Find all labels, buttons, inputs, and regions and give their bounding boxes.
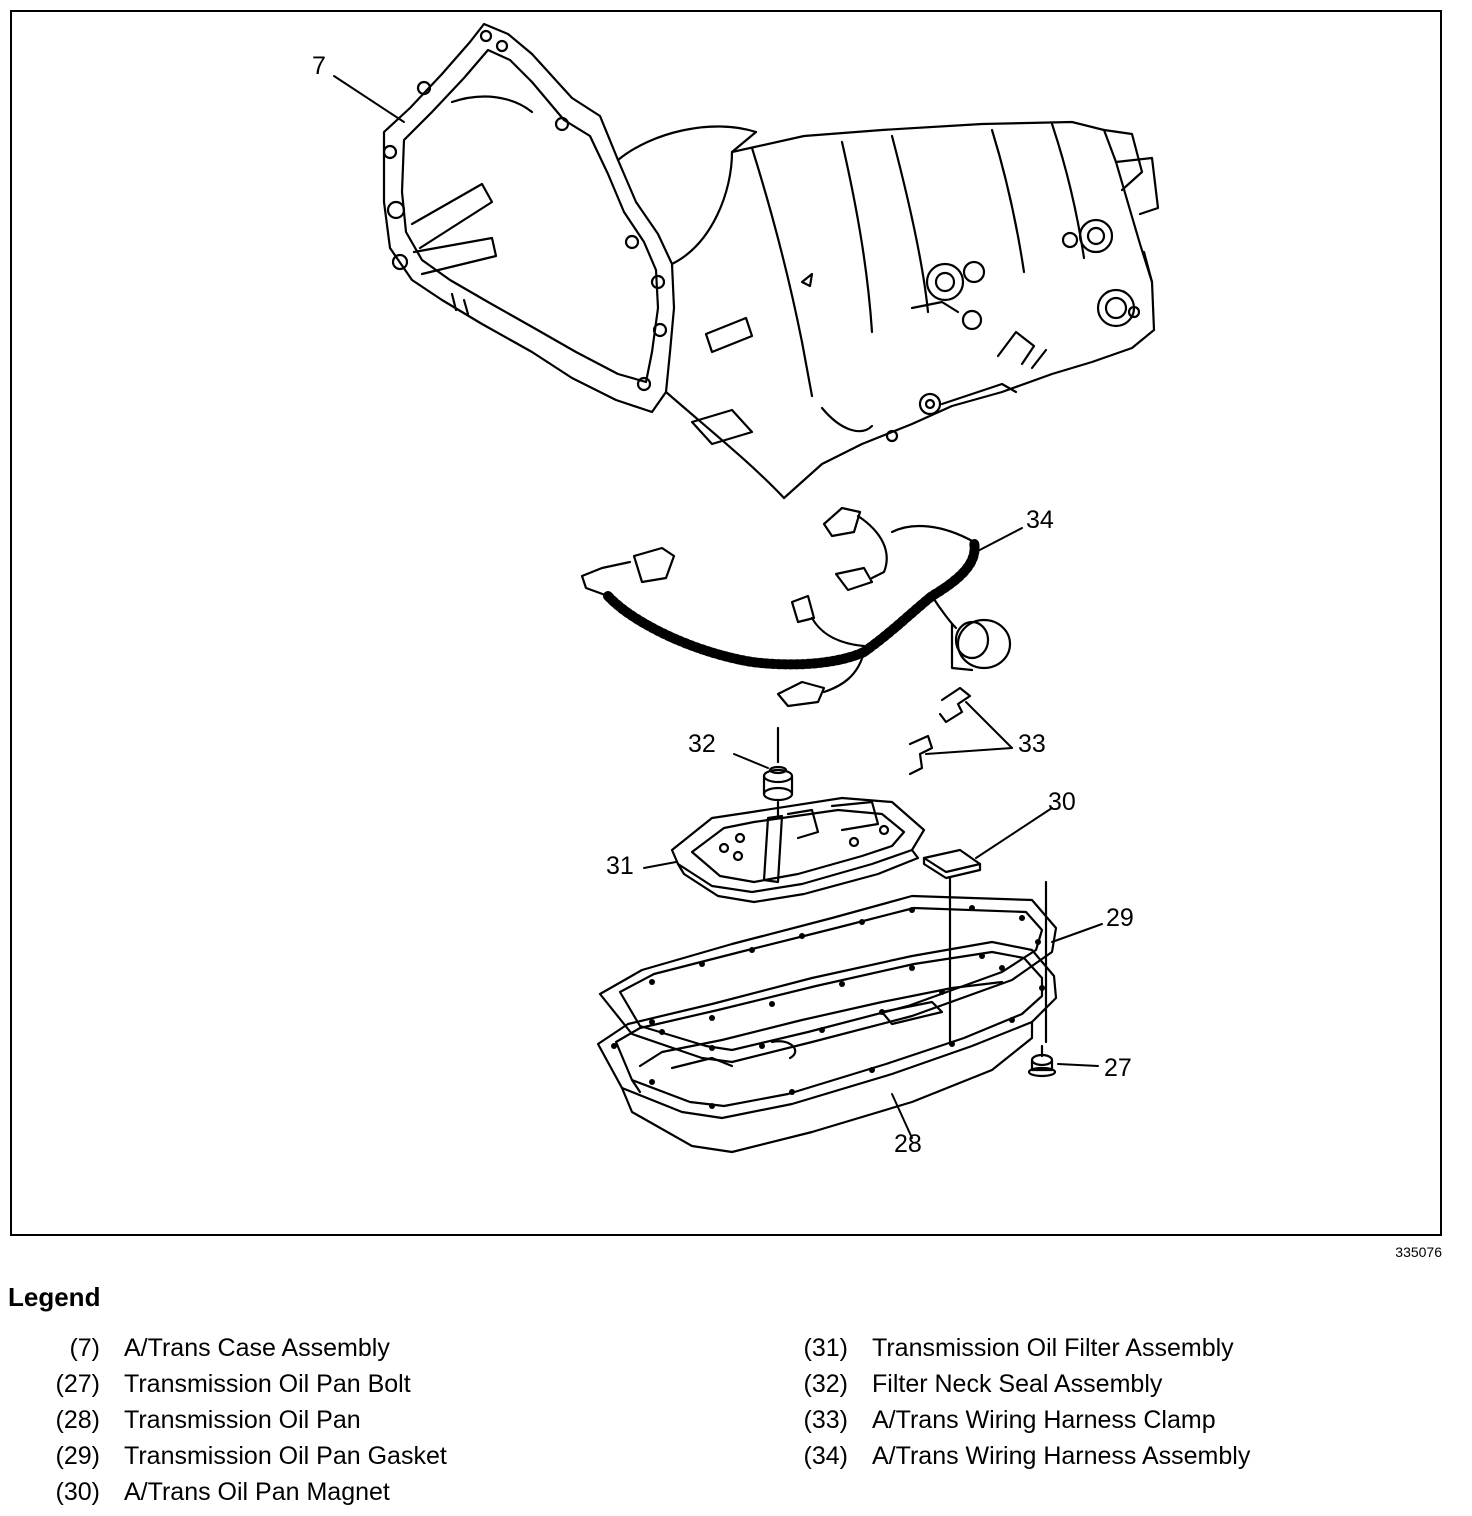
diagram-frame: 7 34 32 33 30 31 29 27 28 [10, 10, 1442, 1236]
legend-item-label: A/Trans Wiring Harness Clamp [872, 1406, 1216, 1434]
legend-item: (32) Filter Neck Seal Assembly [748, 1366, 1250, 1402]
legend-title: Legend [8, 1282, 101, 1312]
legend-item-label: A/Trans Case Assembly [124, 1334, 390, 1362]
oil-pan-gasket [598, 894, 1058, 1064]
callout-7: 7 [312, 52, 326, 80]
legend-column-right: (31) Transmission Oil Filter Assembly (3… [748, 1330, 1251, 1474]
callout-33: 33 [1018, 730, 1046, 758]
legend-item: (30) A/Trans Oil Pan Magnet [0, 1474, 447, 1510]
legend-item: (29) Transmission Oil Pan Gasket [0, 1438, 447, 1474]
callout-31: 31 [606, 852, 634, 880]
exploded-view-diagram: 7 34 32 33 30 31 29 27 28 [312, 22, 1160, 1158]
legend-item-number: (32) [803, 1370, 848, 1398]
leader-lines [333, 75, 1103, 1139]
callout-30: 30 [1048, 788, 1076, 816]
legend-item-number: (33) [803, 1406, 848, 1434]
legend-item-number: (27) [55, 1370, 100, 1398]
trans-case-assembly [382, 22, 1160, 500]
legend-item-number: (34) [803, 1442, 848, 1470]
legend-item: (33) A/Trans Wiring Harness Clamp [748, 1402, 1250, 1438]
oil-pan-magnet [922, 848, 982, 1046]
legend-item-label: Transmission Oil Filter Assembly [872, 1334, 1234, 1362]
legend-item-number: (30) [55, 1478, 100, 1506]
legend-item-number: (28) [55, 1406, 100, 1434]
callout-34: 34 [1026, 506, 1054, 534]
legend-item-label: A/Trans Wiring Harness Assembly [872, 1442, 1251, 1470]
callout-27: 27 [1104, 1054, 1132, 1082]
legend-item: (7) A/Trans Case Assembly [0, 1330, 447, 1366]
callout-28: 28 [894, 1130, 922, 1158]
transmission-oil-pan [596, 940, 1058, 1154]
legend-item-number: (29) [55, 1442, 100, 1470]
legend-item-label: Transmission Oil Pan [124, 1406, 361, 1434]
legend-item-label: Transmission Oil Pan Bolt [124, 1370, 411, 1398]
oil-pan-bolt [1027, 880, 1057, 1078]
legend-item-number: (31) [803, 1334, 848, 1362]
wiring-harness-assembly [580, 506, 1012, 708]
legend-item-number: (7) [69, 1334, 100, 1362]
legend-item: (34) A/Trans Wiring Harness Assembly [748, 1438, 1251, 1474]
legend-item: (27) Transmission Oil Pan Bolt [0, 1366, 447, 1402]
legend-item: (31) Transmission Oil Filter Assembly [748, 1330, 1250, 1366]
callout-32: 32 [688, 730, 716, 758]
legend-item-label: Filter Neck Seal Assembly [872, 1370, 1163, 1398]
filter-neck-seal [762, 726, 794, 818]
legend-item: (28) Transmission Oil Pan [0, 1402, 447, 1438]
legend-item-label: A/Trans Oil Pan Magnet [124, 1478, 390, 1506]
harness-clamps [908, 686, 972, 776]
legend-column-left: (7) A/Trans Case Assembly (27) Transmiss… [0, 1330, 447, 1510]
callout-29: 29 [1106, 904, 1134, 932]
oil-filter-assembly [670, 796, 926, 904]
figure-id: 335076 [1395, 1244, 1442, 1260]
legend-item-label: Transmission Oil Pan Gasket [124, 1442, 447, 1470]
